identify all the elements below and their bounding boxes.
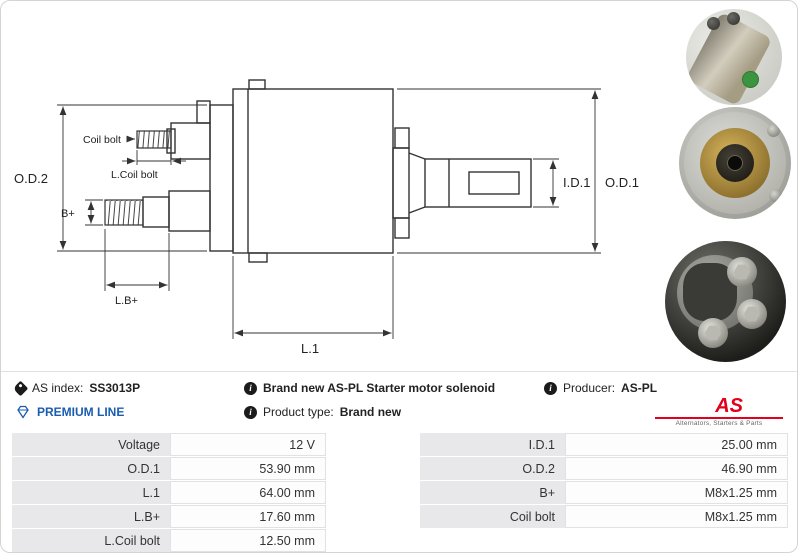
info-icon: i [544,381,557,395]
logo-text: AS [715,395,743,417]
gem-icon [17,405,29,419]
table-gap [326,505,420,528]
spec-value: M8x1.25 mm [565,481,788,504]
as-index-value: SS3013P [89,381,141,395]
spec-row: O.D.1 53.90 mm O.D.2 46.90 mm [12,457,788,480]
spec-label: I.D.1 [420,433,565,456]
terminal-bolt [727,12,740,25]
threaded-studs [104,130,172,226]
as-index-label: AS index: [32,381,84,395]
terminal-bolt [767,124,780,137]
brand-logo: AS Alternators, Starters & Parts [655,396,783,428]
section-divider [1,371,797,372]
center-hole [727,155,743,171]
technical-drawing: O.D.2 Coil bolt L.Coil bolt B+ L.B+ L.1 … [14,79,639,356]
producer-label: Producer: [563,381,616,395]
spec-row: L.1 64.00 mm B+ M8x1.25 mm [12,481,788,504]
terminal-bolt [769,189,782,202]
spec-label: L.B+ [12,505,170,528]
spec-value: M8x1.25 mm [565,505,788,528]
green-sticker [742,71,759,88]
spec-value: 25.00 mm [565,433,788,456]
product-type-value: Brand new [339,405,402,419]
terminal-bolt [707,17,720,30]
product-type-label: Product type: [263,405,334,419]
product-photo-side [686,9,782,105]
dim-label-od2: O.D.2 [14,171,48,186]
dim-label-l-b-plus: L.B+ [115,295,138,307]
description-text: Brand new AS-PL Starter motor solenoid [263,381,496,395]
table-gap [326,457,420,480]
info-icon: i [244,405,257,419]
spec-label: L.1 [12,481,170,504]
table-gap [326,433,420,456]
solenoid-body [686,11,773,105]
spec-value: 64.00 mm [170,481,326,504]
as-index: AS index: SS3013P [12,380,141,396]
dim-label-l-coil-bolt: L.Coil bolt [111,169,158,181]
spec-value: 17.60 mm [170,505,326,528]
product-photo-front [679,107,791,219]
dim-label-b-plus: B+ [61,208,75,220]
dim-label-l1: L.1 [301,341,319,356]
dim-label-od1: O.D.1 [605,175,639,190]
terminal-nut [737,299,767,329]
terminal-nut [698,318,728,348]
premium-line-badge: PREMIUM LINE [15,405,124,419]
spec-value: 12.50 mm [170,529,326,552]
table-gap [326,529,420,552]
spec-value: 12 V [170,433,326,456]
spec-row: Voltage 12 V I.D.1 25.00 mm [12,433,788,456]
spec-label: O.D.2 [420,457,565,480]
product-type: i Product type: Brand new [244,405,401,419]
info-band: AS index: SS3013P i Brand new AS-PL Star… [1,372,797,433]
logo-subtext: Alternators, Starters & Parts [675,420,763,427]
logo-bar [655,417,783,419]
spec-value: 46.90 mm [565,457,788,480]
premium-line-label: PREMIUM LINE [37,405,125,419]
spec-label: B+ [420,481,565,504]
dim-label-id1: I.D.1 [563,175,590,190]
tag-icon [12,380,29,396]
info-icon: i [244,381,257,395]
producer-value: AS-PL [621,381,658,395]
dim-label-coil-bolt: Coil bolt [83,134,121,146]
table-gap [326,481,420,504]
spec-label: O.D.1 [12,457,170,480]
producer: i Producer: AS-PL [544,381,657,395]
spec-row: L.Coil bolt 12.50 mm [12,529,788,552]
terminal-nut [727,257,757,287]
spec-value: 53.90 mm [170,457,326,480]
spec-table: Voltage 12 V I.D.1 25.00 mm O.D.1 53.90 … [12,433,788,552]
product-description: i Brand new AS-PL Starter motor solenoid [244,381,495,395]
spec-label: Voltage [12,433,170,456]
spec-label: L.Coil bolt [12,529,170,552]
spec-label: Coil bolt [420,505,565,528]
spec-row: L.B+ 17.60 mm Coil bolt M8x1.25 mm [12,505,788,528]
product-photo-back [665,241,786,362]
dimension-lines [57,88,601,339]
solenoid-outline [142,79,532,263]
